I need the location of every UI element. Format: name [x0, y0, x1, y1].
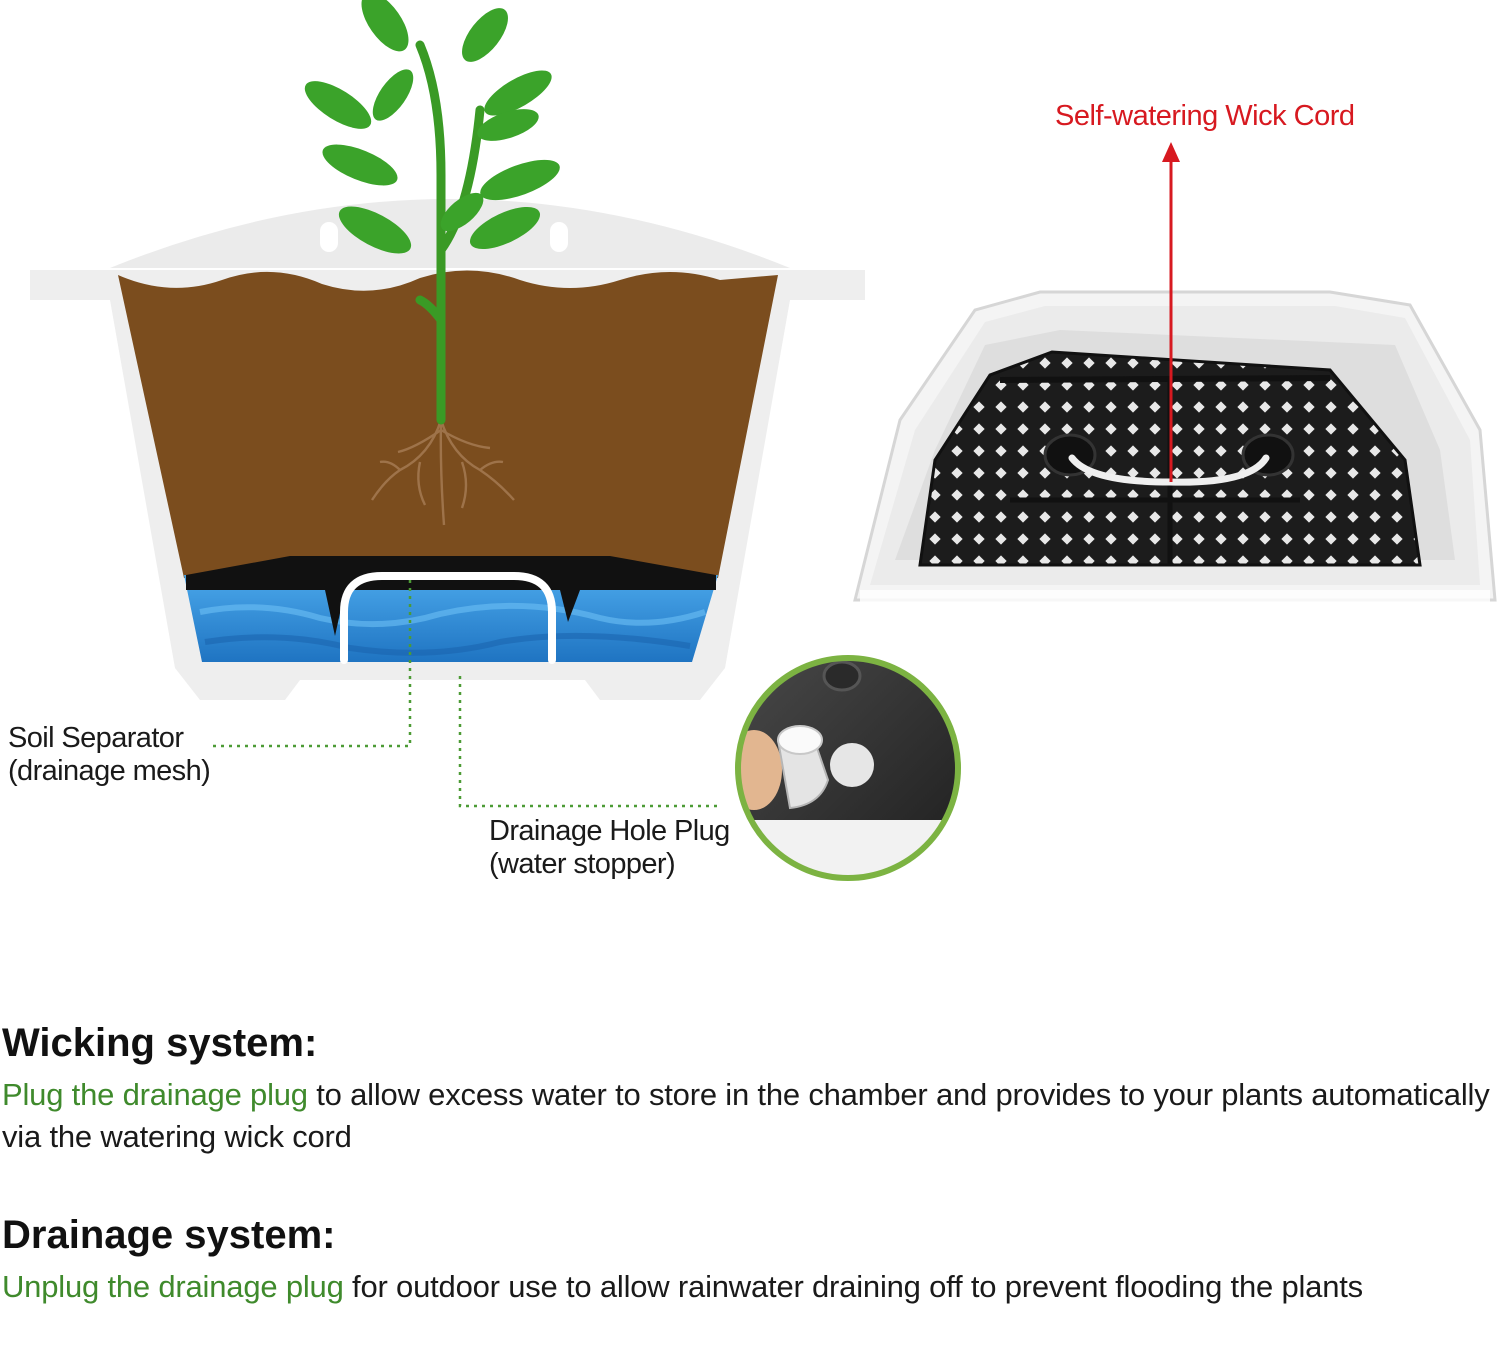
drainage-heading: Drainage system: — [2, 1213, 336, 1257]
drainage-text: Unplug the drainage plug for outdoor use… — [2, 1266, 1498, 1308]
soil-separator-label-line1: Soil Separator — [8, 722, 184, 754]
soil-layer — [118, 270, 778, 578]
drain-plug-label-line1: Drainage Hole Plug — [489, 815, 730, 847]
drainage-highlight: Unplug the drainage plug — [2, 1269, 344, 1304]
drain-plug-zoom — [735, 655, 961, 881]
wick-cord-pot — [340, 572, 556, 664]
drain-plug-label-line2: (water stopper) — [489, 848, 676, 880]
drain-hole — [830, 743, 874, 787]
pot-cross-section — [30, 0, 865, 700]
drainage-rest: for outdoor use to allow rainwater drain… — [343, 1269, 1363, 1304]
wick-cord-label: Self-watering Wick Cord — [1055, 100, 1355, 132]
wicking-section: Wicking system: Plug the drainage plug t… — [2, 1020, 1498, 1158]
planter-top-view — [853, 290, 1497, 610]
pot-mount-slot-left — [320, 222, 338, 252]
wicking-rest: to allow excess water to store in the ch… — [2, 1077, 1490, 1154]
soil-separator-label-line2: (drainage mesh) — [8, 755, 211, 787]
wicking-highlight: Plug the drainage plug — [2, 1077, 308, 1112]
drain-plug-leader — [458, 676, 722, 808]
plant-leaves — [304, 0, 560, 254]
wicking-heading: Wicking system: — [2, 1021, 318, 1065]
wicking-text: Plug the drainage plug to allow excess w… — [2, 1074, 1498, 1158]
wick-arrow — [1162, 142, 1180, 482]
plant-roots — [370, 419, 515, 526]
planter-illustration — [30, 0, 1497, 881]
soil-separator-mesh — [186, 556, 716, 636]
drainage-section: Drainage system: Unplug the drainage plu… — [2, 1212, 1498, 1308]
zoom-circle-border — [735, 655, 961, 881]
pot-mount-slot-right — [550, 222, 568, 252]
